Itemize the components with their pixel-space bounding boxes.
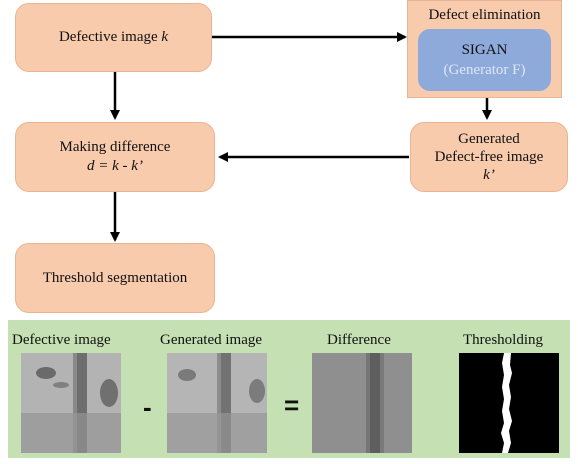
generator-label: (Generator F) [443, 62, 526, 78]
difference-image-picture [312, 353, 412, 453]
defect-elimination-panel: Defect elimination SIGAN (Generator F) [407, 0, 562, 98]
result-label-thresholding: Thresholding [463, 332, 543, 348]
generated-var: k’ [483, 167, 495, 183]
generated-image-picture [167, 353, 267, 453]
generated-line1: Generated [458, 131, 520, 147]
result-label-generated: Generated image [160, 332, 263, 348]
defective-image-box: Defective image k [15, 3, 212, 72]
difference-formula: d = k - k’ [87, 158, 143, 174]
threshold-segmentation-box: Threshold segmentation [15, 243, 215, 313]
thresholding-image-thumbnail [459, 353, 559, 453]
thresholding-image-picture [459, 353, 559, 453]
sigan-label: SIGAN [461, 42, 508, 58]
generated-image-box: Generated Defect-free image k’ [410, 122, 568, 192]
difference-image-thumbnail [312, 353, 412, 453]
result-label-defective: Defective image [12, 332, 111, 348]
defect-elimination-title: Defect elimination [428, 7, 541, 23]
defective-image-var: k [161, 29, 169, 45]
defective-image-label: Defective image [58, 29, 158, 45]
defective-image-thumbnail [21, 353, 121, 453]
defective-image-picture [21, 353, 121, 453]
making-difference-box: Making difference d = k - k’ [15, 122, 215, 192]
generated-line2: Defect-free image [434, 149, 544, 165]
equals-operator: = [284, 390, 300, 420]
generated-image-thumbnail [167, 353, 267, 453]
minus-operator: - [143, 392, 152, 422]
threshold-segmentation-label: Threshold segmentation [42, 269, 188, 286]
result-label-difference: Difference [327, 332, 391, 348]
results-panel: Defective image Generated image Differen… [8, 320, 570, 458]
sigan-model-box: SIGAN (Generator F) [418, 29, 551, 91]
making-difference-label: Making difference [59, 139, 171, 155]
